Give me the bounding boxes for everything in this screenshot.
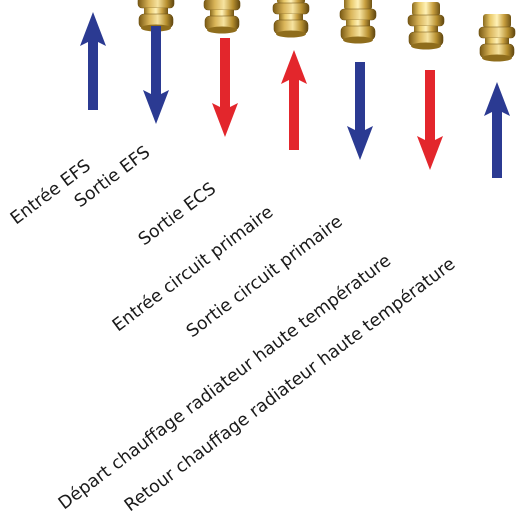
brass-fitting — [272, 0, 310, 38]
connection-label: Sortie ECS — [135, 179, 220, 250]
brass-fitting — [339, 0, 377, 44]
arrow-down-icon — [212, 38, 238, 137]
connection-label: Sortie circuit primaire — [183, 212, 347, 342]
arrows-group — [80, 12, 510, 178]
arrow-up-icon — [80, 12, 106, 110]
fittings-group — [137, 0, 516, 62]
arrow-down-icon — [417, 70, 443, 170]
connection-label: Entrée circuit primaire — [109, 202, 277, 336]
arrow-up-icon — [484, 82, 510, 178]
brass-fitting — [478, 14, 516, 62]
arrow-down-icon — [143, 26, 169, 124]
brass-fitting — [203, 0, 241, 34]
connection-label: Départ chauffage radiateur haute tempéra… — [55, 251, 395, 514]
arrow-down-icon — [347, 62, 373, 160]
brass-fitting — [407, 2, 445, 50]
arrow-up-icon — [281, 50, 307, 150]
